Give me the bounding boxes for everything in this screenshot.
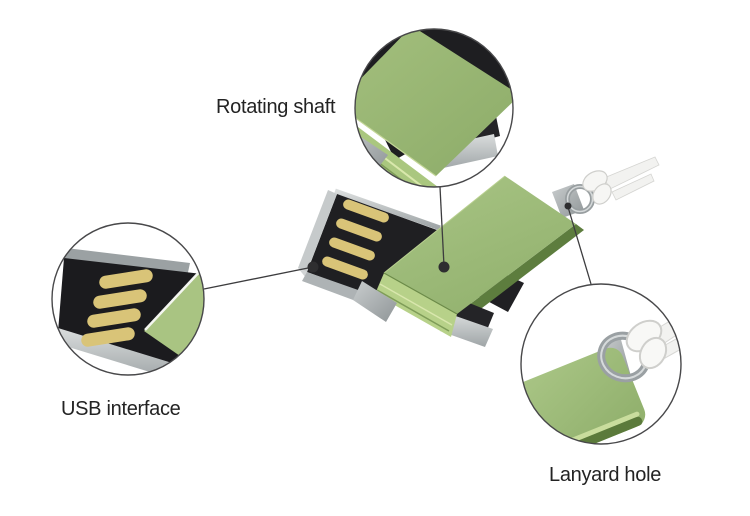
closeup-dark-edge xyxy=(543,416,643,444)
anchor-dot-rotating-shaft xyxy=(438,261,450,273)
connector-top-metal-edge xyxy=(334,188,441,231)
callout-circle-usb-interface xyxy=(51,222,205,376)
closeup-gap-line xyxy=(144,267,204,331)
closeup-green-plate xyxy=(355,29,513,176)
leader-line-usb-interface xyxy=(203,266,314,290)
cover-edge-bright-line xyxy=(379,283,453,326)
rotating-shaft-label: Rotating shaft xyxy=(216,96,336,118)
closeup-dark-line xyxy=(355,130,433,187)
callout-ring xyxy=(51,222,205,376)
usb-interface-label: USB interface xyxy=(61,398,181,420)
anchor-dot-lanyard-hole xyxy=(564,202,572,210)
gold-contact xyxy=(343,199,389,223)
callout-circle-rotating-shaft xyxy=(354,28,514,188)
usb-interface-closeup xyxy=(52,248,204,375)
closeup-plate-bevel xyxy=(355,103,437,177)
callout-ring xyxy=(354,28,514,188)
cover-corner-metal-left xyxy=(353,281,397,322)
closeup-gold-contacts xyxy=(81,269,153,347)
gold-contact xyxy=(93,289,147,309)
anchor-dot-usb-interface xyxy=(307,261,319,273)
gold-contact xyxy=(336,218,382,242)
gold-contact xyxy=(329,237,375,261)
green-plate xyxy=(384,176,576,314)
plate-top-bevel xyxy=(383,175,506,274)
cover-edge-dark-line xyxy=(376,289,450,332)
leader-lines xyxy=(203,186,592,290)
callout-ring xyxy=(520,283,682,445)
connector-tip-cap xyxy=(298,190,337,272)
string-knot-loop xyxy=(638,336,668,370)
lanyard-hole-label: Lanyard hole xyxy=(549,464,662,486)
string-knot-loop xyxy=(592,183,612,205)
string-strand xyxy=(611,173,655,201)
gold-contact xyxy=(99,269,153,289)
cover-top-plate xyxy=(383,175,576,315)
lanyard-string xyxy=(582,156,660,205)
usb-flash-drive xyxy=(298,156,660,347)
leader-line-rotating-shaft xyxy=(439,186,445,267)
plate-bottom-shadow xyxy=(383,272,458,315)
usb-gold-contacts xyxy=(322,199,389,280)
lanyard-assembly xyxy=(552,156,660,218)
cover-right-side-edge xyxy=(457,224,584,321)
gold-contact xyxy=(87,308,141,328)
cover-bottom-layer xyxy=(353,273,457,337)
leader-line-lanyard-hole xyxy=(567,206,592,285)
callout-circle-lanyard-hole xyxy=(520,283,682,445)
gold-contact xyxy=(81,327,135,347)
gold-contact xyxy=(322,256,368,280)
